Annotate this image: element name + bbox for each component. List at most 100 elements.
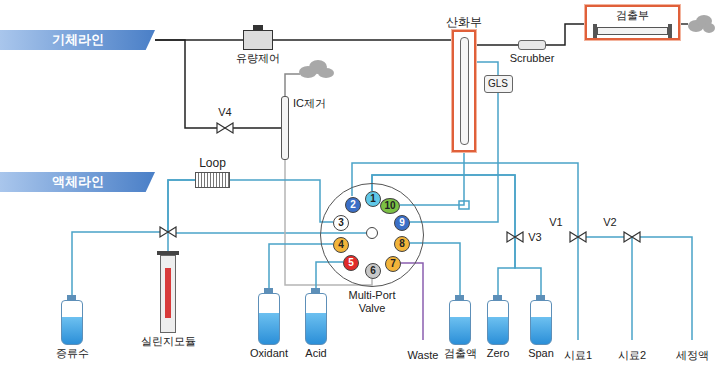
valve-port: 8 [394, 236, 410, 252]
vent-pipe [285, 74, 300, 96]
waste-pipe [400, 263, 423, 340]
pipe-connector [273, 39, 452, 41]
valve-port: 2 [345, 197, 361, 213]
port-number: 2 [350, 199, 356, 211]
port-number: 1 [370, 193, 376, 205]
reagent-bottle: Zero [487, 300, 509, 345]
port-number: 8 [399, 238, 405, 250]
flow-controller: 유량제어 [243, 30, 273, 50]
extra-pipes [176, 24, 692, 340]
valve-label: V3 [528, 231, 541, 243]
port-label: 시료1 [564, 348, 592, 363]
valve-symbol [217, 123, 233, 133]
node-label: 실린지모듈 [141, 335, 196, 348]
port-label: 시료2 [618, 348, 646, 363]
port-number: 3 [338, 217, 344, 229]
valve-port: 10 [380, 198, 400, 214]
bottle-cap [311, 288, 320, 293]
multi-port-valve: Multi-Port Valve12345678910 [320, 183, 424, 287]
cell-window [668, 24, 672, 38]
scrubber: Scrubber [518, 40, 546, 50]
pipe-connector [316, 262, 343, 293]
reagent-bottle: Span [530, 300, 552, 345]
bottle-cap [264, 288, 273, 293]
syringe-module: 실린지모듈 [160, 255, 176, 333]
bottle-cap [455, 295, 464, 300]
pipe-connector [476, 44, 518, 46]
valve-symbols [160, 123, 640, 242]
sample2-pipe [631, 237, 633, 340]
connectors [72, 24, 585, 300]
pipe-connector [400, 152, 464, 205]
node-label: Loop [199, 156, 226, 170]
node-label: IC제거 [293, 97, 326, 110]
port-label: Waste [408, 349, 439, 361]
valve-symbol [507, 232, 523, 242]
node-label: 유량제어 [236, 52, 280, 65]
reagent-bottle: Acid [305, 293, 327, 345]
pipe-connector [546, 24, 585, 45]
rinse-pipe [578, 237, 692, 340]
pipe-connector [168, 180, 195, 255]
port-number: 6 [370, 265, 376, 277]
node-label: 액체라인 [52, 174, 104, 190]
pipe-connector [372, 175, 515, 300]
pipe-connector [372, 175, 541, 300]
syringe-plunger [165, 268, 171, 318]
oxidation-unit: 산화부 [452, 30, 476, 152]
valve-port: 1 [365, 191, 381, 207]
node-label: 검출액 [444, 347, 477, 360]
reagent-bottle: 증류수 [61, 300, 83, 345]
line-band: 액체라인 [0, 172, 155, 192]
cell-window [593, 24, 597, 38]
valve-port: 7 [385, 256, 401, 272]
center-port [366, 227, 378, 239]
detector-cell [597, 27, 668, 35]
pipe-connector [72, 180, 195, 300]
gas-liquid-separator: GLS [484, 75, 513, 93]
node-label: 검출부 [587, 7, 678, 22]
node-label: Multi-Port Valve [336, 289, 408, 314]
cloud-part [703, 23, 715, 33]
valve-port: 3 [333, 215, 349, 231]
controller-knob [253, 25, 263, 30]
node-label: Scrubber [510, 52, 555, 65]
valve-label: V2 [603, 216, 616, 228]
sample-loop: Loop [195, 172, 230, 188]
vent-cloud [688, 15, 715, 33]
bottle-cap [493, 295, 502, 300]
valve-label: V4 [218, 106, 231, 118]
node-label: 기체라인 [52, 32, 104, 48]
three-way-valve [160, 227, 176, 237]
node-label: Zero [487, 347, 510, 360]
pipe-connector [269, 244, 333, 293]
node-label: GLS [488, 78, 508, 90]
reagent-bottle: 검출액 [449, 300, 471, 345]
node-label: 산화부 [446, 15, 482, 29]
port-number: 4 [338, 239, 344, 251]
valve-port: 5 [343, 255, 359, 271]
node-label: Oxidant [250, 347, 288, 360]
pipe-connector [476, 62, 498, 75]
syringe-handle [157, 251, 179, 255]
pipe-connector [410, 243, 460, 300]
pipe-connector [155, 40, 281, 128]
valve-port: 6 [365, 263, 381, 279]
vent-cloud [299, 60, 334, 78]
port-number: 5 [348, 257, 354, 269]
line-band: 기체라인 [0, 30, 155, 50]
bottle-cap [536, 295, 545, 300]
valve-symbol [570, 232, 586, 242]
node-label: Span [528, 347, 554, 360]
valve-label: V1 [549, 216, 562, 228]
ic-remover: IC제거 [281, 96, 289, 160]
port-number: 7 [390, 258, 396, 270]
valve-symbol [624, 232, 640, 242]
port-number: 9 [399, 217, 405, 229]
valve-port: 9 [394, 215, 410, 231]
node-label: 증류수 [56, 347, 89, 360]
bottle-cap [67, 295, 76, 300]
node-label: Acid [305, 347, 326, 360]
syringe-pipe [176, 232, 366, 234]
port-number: 10 [384, 200, 395, 212]
